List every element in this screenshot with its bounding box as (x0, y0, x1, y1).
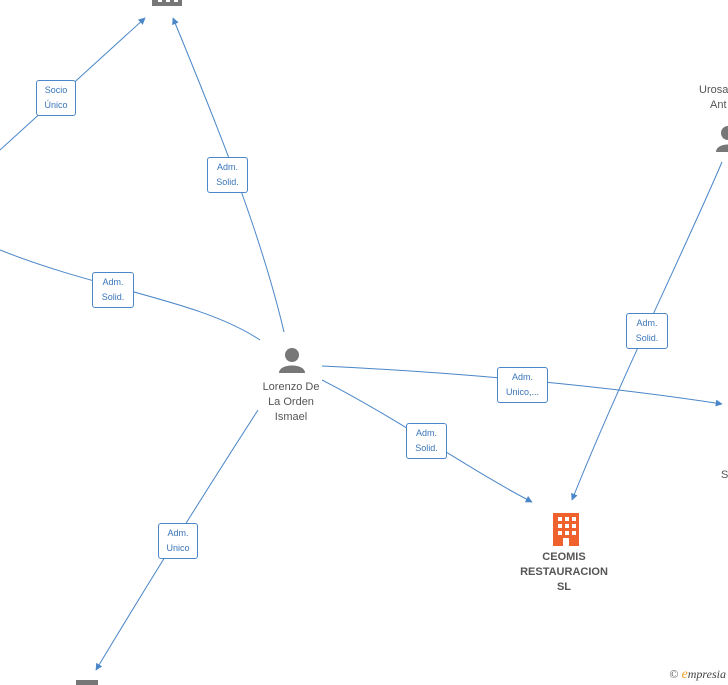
edge-label-adm-unico-right[interactable]: Adm. Unico,... (497, 367, 548, 403)
edge-label-line: Adm. (216, 162, 238, 172)
edge-label-line: Socio (44, 85, 68, 95)
edge-label-adm-unico-bottom[interactable]: Adm. Unico (158, 523, 198, 559)
edge-label-line: Solid. (415, 443, 438, 453)
person-icon (279, 348, 305, 373)
copyright-symbol: © (669, 667, 679, 681)
node-label-line: Ismael (274, 411, 308, 423)
edge-label-line: Solid. (635, 333, 659, 343)
empresia-logo[interactable]: © empresia (669, 667, 726, 683)
edge-label-line: Adm. (415, 428, 437, 438)
building-icon (553, 513, 579, 546)
edge-label-line: Unico,... (505, 387, 539, 397)
edge-label-line: Solid. (101, 292, 125, 302)
building-icon (76, 680, 98, 685)
brand-name: mpresia (687, 667, 726, 681)
node-label-line: SL (556, 581, 572, 593)
company-node-ceomis[interactable]: CEOMIS RESTAURACION SL (504, 550, 624, 595)
node-label-line: La Orden (268, 396, 314, 408)
edge-line-left-to-center (0, 249, 261, 341)
person-node-lorenzo[interactable]: Lorenzo De La Orden Ismael (246, 380, 336, 425)
person-node-urosa[interactable]: Urosa Ant (690, 83, 728, 113)
edge-label-adm-solid-left[interactable]: Adm. Solid. (92, 272, 134, 308)
edge-label-line: Adm. (167, 528, 189, 538)
edge-label-adm-solid-urosa[interactable]: Adm. Solid. (626, 313, 668, 349)
person-icon (716, 126, 728, 152)
node-label-line: RESTAURACION (520, 566, 608, 578)
edge-label-line: Adm. (511, 372, 533, 382)
node-label-line: CEOMIS (542, 551, 586, 563)
building-icon (152, 0, 182, 6)
edge-label-socio-unico[interactable]: Socio Único (36, 80, 76, 116)
node-label-line: Lorenzo De (262, 381, 320, 393)
node-label-line: Urosa (699, 84, 728, 96)
node-label-line: Ant (710, 99, 727, 111)
edge-label-line: Adm. (102, 277, 124, 287)
edge-label-adm-solid-top[interactable]: Adm. Solid. (207, 157, 248, 193)
edge-label-line: Único (44, 100, 68, 110)
node-label-line: S (721, 469, 728, 481)
edge-label-line: Solid. (216, 177, 239, 187)
edge-label-adm-solid-ceomis[interactable]: Adm. Solid. (406, 423, 447, 459)
brand-initial: e (681, 667, 688, 682)
partial-node-right[interactable]: S (721, 468, 728, 483)
edge-label-line: Adm. (636, 318, 658, 328)
edge-label-line: Unico (166, 543, 190, 553)
